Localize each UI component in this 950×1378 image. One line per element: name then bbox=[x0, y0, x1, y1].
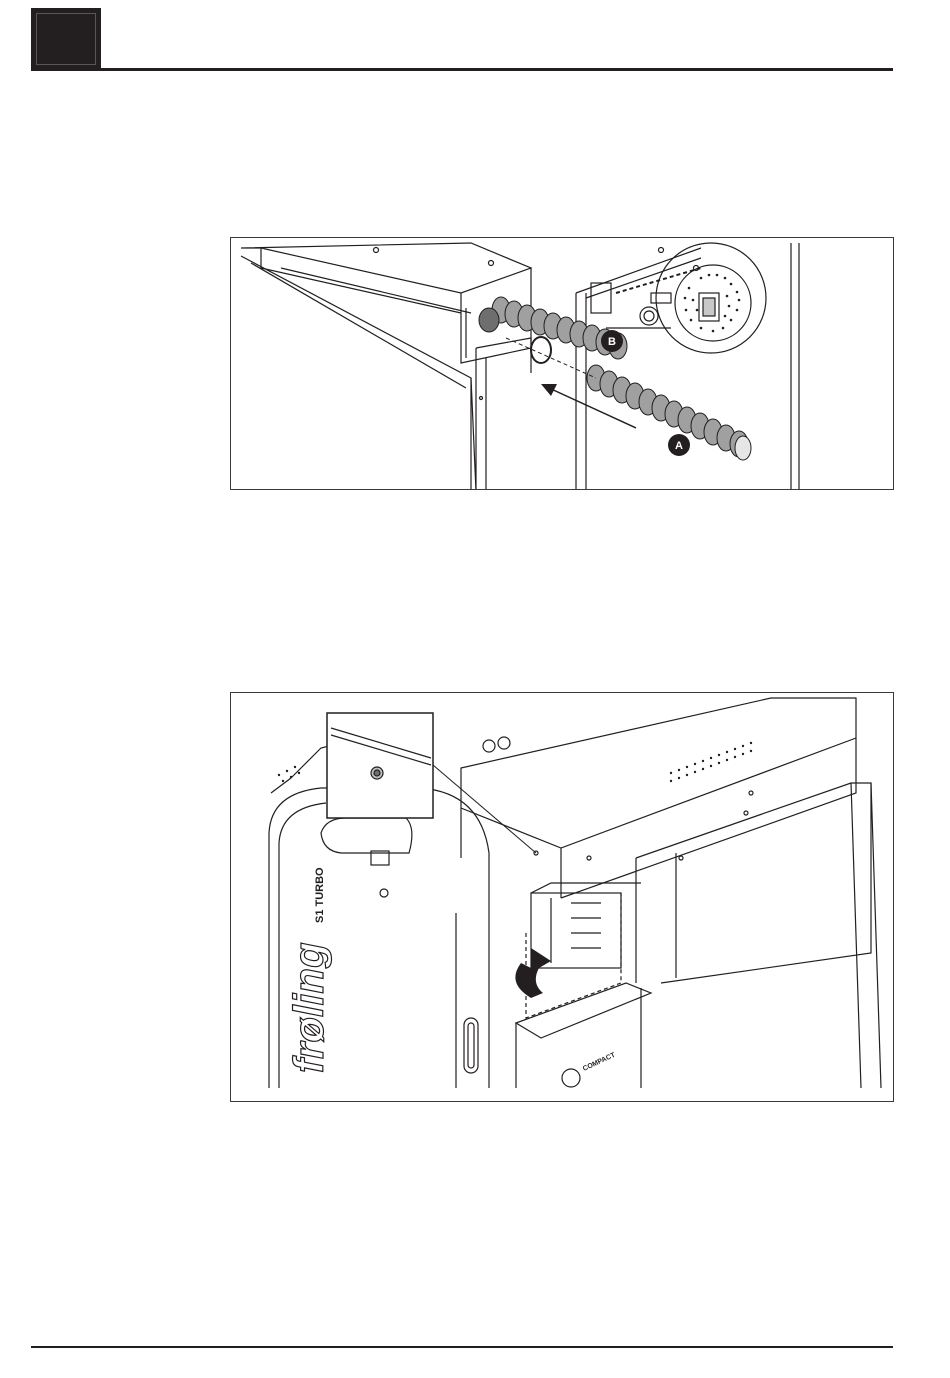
tube-b bbox=[479, 297, 627, 363]
callout-a: A bbox=[668, 434, 690, 456]
cover-installation-drawing: frøling S1 TURBO COMPACT bbox=[231, 693, 894, 1102]
figure-cover-installation: frøling S1 TURBO COMPACT bbox=[230, 692, 894, 1102]
tube-insertion-drawing: B A bbox=[231, 238, 894, 490]
footer-rule bbox=[31, 1346, 893, 1348]
callout-b: B bbox=[601, 330, 623, 352]
chapter-marker bbox=[31, 8, 101, 70]
model-label: S1 TURBO bbox=[314, 867, 326, 923]
callout-a-label: A bbox=[675, 440, 683, 452]
brand-logo: frøling bbox=[285, 942, 332, 1073]
figure-tube-insertion: B A bbox=[230, 237, 894, 490]
install-arrow bbox=[515, 948, 551, 998]
header-rule bbox=[31, 68, 893, 71]
panel-label: COMPACT bbox=[582, 1051, 617, 1072]
callout-b-label: B bbox=[608, 336, 616, 348]
